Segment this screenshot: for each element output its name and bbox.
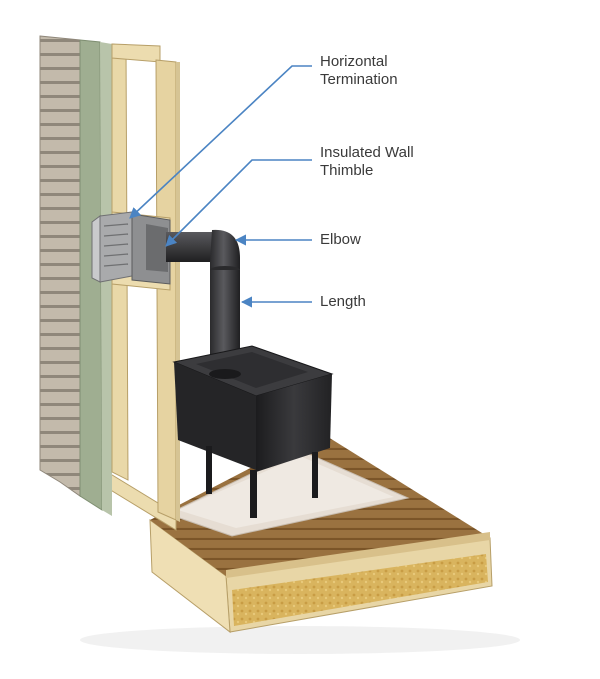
termination-cap-back	[99, 211, 133, 283]
interior-wall-face	[176, 62, 180, 522]
termination-louvers	[103, 223, 129, 267]
stove-front	[256, 374, 332, 472]
label-insulated-wall-thimble-line1: Insulated Wall	[320, 144, 414, 161]
label-insulated-wall-thimble-line2: Thimble	[320, 162, 374, 179]
label-elbow: Elbow	[320, 231, 361, 249]
stove-flue-collar	[209, 369, 241, 379]
elbow	[210, 229, 240, 270]
floor-insulation	[232, 554, 488, 626]
label-horizontal-termination: Horizontal Termination	[320, 53, 460, 89]
label-horizontal-termination-line1: Horizontal	[320, 53, 388, 70]
label-length-text: Length	[320, 293, 366, 310]
ground-shadow	[80, 626, 520, 654]
termination-cap-front	[91, 215, 101, 283]
stove-top-inset	[196, 352, 308, 388]
label-horizontal-termination-line2: Termination	[320, 71, 398, 88]
horizontal-pipe	[166, 232, 218, 262]
label-length: Length	[320, 293, 366, 311]
callout-line-horizontal-termination	[129, 65, 312, 219]
stove-left-side	[174, 362, 256, 470]
exterior-siding	[39, 35, 81, 497]
label-elbow-text: Elbow	[320, 231, 361, 248]
callout-line-insulated-wall-thimble	[165, 159, 312, 247]
wall-thimble-collar	[146, 224, 168, 272]
hearth-pad-inner	[178, 456, 394, 528]
label-insulated-wall-thimble: Insulated Wall Thimble	[320, 144, 460, 180]
stove-legs	[206, 446, 318, 518]
floor-edge-trim	[226, 532, 490, 578]
